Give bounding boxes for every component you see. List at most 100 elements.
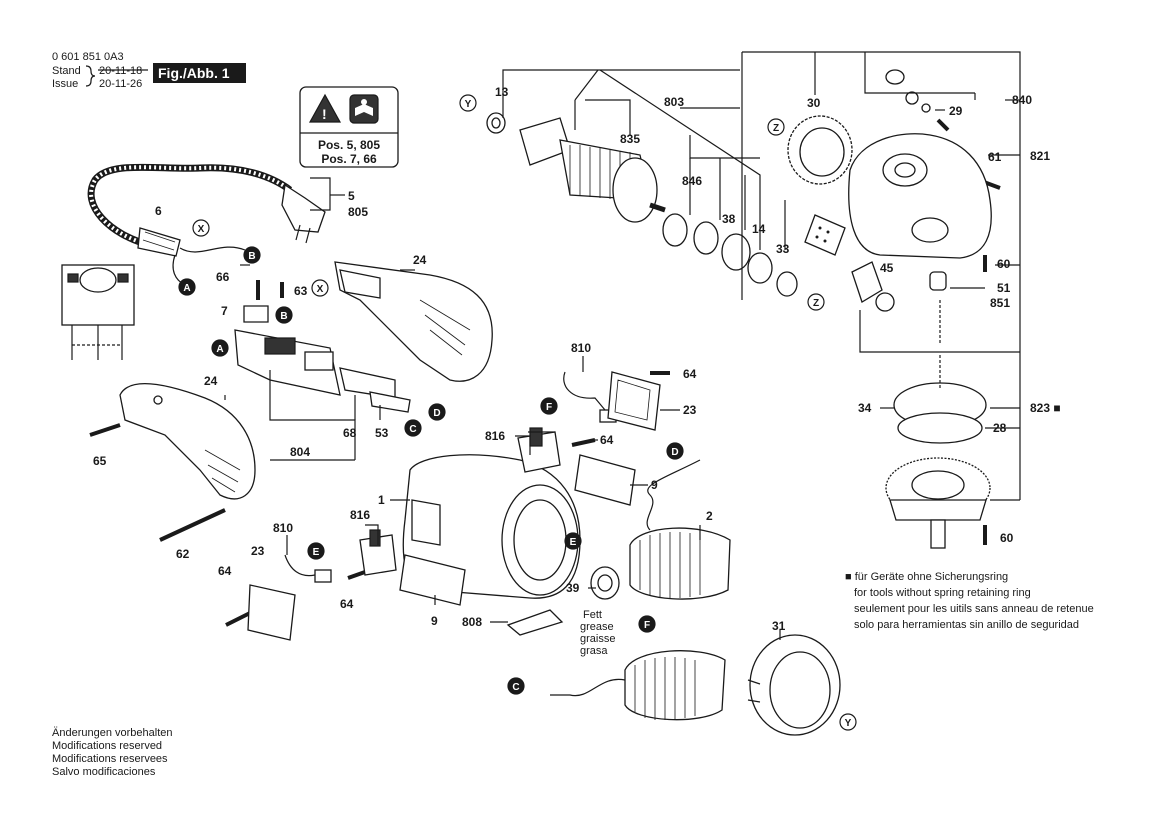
svg-text:B: B	[280, 311, 287, 322]
footnote-de: ■ für Geräte ohne Sicherungsring	[845, 571, 1008, 583]
connector-y-1: Y	[459, 94, 477, 112]
spindle-bushing	[929, 271, 947, 291]
connector-f-1: F	[540, 397, 558, 415]
label-60-lower: 60	[1000, 531, 1014, 545]
label-24-top: 24	[413, 253, 427, 267]
spindle-assembly	[885, 457, 991, 549]
footnote-fr: seulement pour les uitils sans anneau de…	[854, 603, 1094, 615]
label-64-lower: 64	[340, 597, 354, 611]
connector-markers: X X Y Y Z Z A A B B C C D D E E F F	[178, 94, 857, 731]
label-804: 804	[290, 445, 310, 459]
brace-icon	[85, 65, 96, 87]
footnote-es: solo para herramientas sin anillo de seg…	[854, 619, 1079, 631]
connector-d-2: D	[666, 442, 684, 460]
label-13: 13	[495, 85, 509, 99]
leader-lines	[224, 51, 1021, 640]
label-62: 62	[176, 547, 190, 561]
connector-c-2: C	[507, 677, 525, 695]
label-60-top: 60	[997, 257, 1011, 271]
svg-text:Y: Y	[465, 99, 472, 110]
label-9-lower: 9	[431, 614, 438, 628]
connector-a-2: A	[211, 339, 229, 357]
grease-de: Fett	[583, 609, 602, 621]
svg-text:D: D	[433, 408, 440, 419]
label-64-mid: 64	[600, 433, 614, 447]
date-old: 20-11-18	[99, 65, 142, 77]
warning-line-1: Pos. 5, 805	[318, 138, 380, 152]
switch-assembly	[234, 305, 411, 413]
date-new: 20-11-26	[99, 78, 142, 90]
modifications-de: Änderungen vorbehalten	[52, 727, 172, 739]
label-65: 65	[93, 454, 107, 468]
spindle-lock	[885, 69, 931, 113]
warning-box: ! Pos. 5, 805 Pos. 7, 66	[299, 86, 399, 168]
label-23-top: 23	[683, 403, 697, 417]
label-23-lower: 23	[251, 544, 265, 558]
label-39: 39	[566, 581, 580, 595]
label-24-lower: 24	[204, 374, 218, 388]
field-coil-upper	[629, 459, 731, 600]
label-30: 30	[807, 96, 821, 110]
connector-b-2: B	[275, 306, 293, 324]
label-38: 38	[722, 212, 736, 226]
svg-text:F: F	[644, 620, 650, 631]
gear-housing	[848, 133, 992, 259]
connector-e-1: E	[307, 542, 325, 560]
svg-text:C: C	[512, 682, 519, 693]
svg-text:E: E	[570, 537, 577, 548]
brush-caps	[247, 371, 661, 641]
grease-en: grease	[580, 621, 614, 633]
bevel-gear	[787, 115, 853, 185]
svg-text:Y: Y	[845, 718, 852, 729]
label-816-top: 816	[485, 429, 505, 443]
label-28: 28	[993, 421, 1007, 435]
stand-label: Stand	[52, 65, 81, 77]
end-cover	[747, 634, 841, 736]
label-835: 835	[620, 132, 640, 146]
handle-housing-upper	[334, 261, 493, 382]
brush-holder-lower	[359, 529, 397, 576]
label-7: 7	[221, 304, 228, 318]
issue-label: Issue	[52, 78, 78, 90]
label-816-lower: 816	[350, 508, 370, 522]
document-header: 0 601 851 0A3 Stand Issue 20-11-18 20-11…	[52, 51, 246, 90]
motor-housing	[402, 454, 581, 599]
label-plates	[399, 454, 636, 606]
connector-e-2: E	[564, 532, 582, 550]
label-66: 66	[216, 270, 230, 284]
svg-text:X: X	[317, 284, 324, 295]
label-851: 851	[990, 296, 1010, 310]
label-61: 61	[988, 150, 1002, 164]
svg-text:!: !	[322, 106, 327, 122]
label-64-left: 64	[218, 564, 232, 578]
label-821: 821	[1030, 149, 1050, 163]
label-29: 29	[949, 104, 963, 118]
grease-es: grasa	[580, 645, 608, 657]
connector-y-2: Y	[839, 713, 857, 731]
switch-slide	[804, 214, 846, 256]
footnote-en: for tools without spring retaining ring	[854, 587, 1031, 599]
svg-text:A: A	[216, 344, 223, 355]
connector-d-1: D	[428, 403, 446, 421]
label-34: 34	[858, 401, 872, 415]
wiring-schematic	[61, 264, 135, 360]
fig-label-box	[153, 63, 246, 83]
strain-relief	[137, 227, 246, 286]
label-846: 846	[682, 174, 702, 188]
svg-text:D: D	[671, 447, 678, 458]
label-6: 6	[155, 204, 162, 218]
bearing-rings	[662, 213, 798, 297]
label-823: 823 ■	[1030, 401, 1061, 415]
fig-label: Fig./Abb. 1	[158, 65, 230, 81]
modifications-en: Modifications reserved	[52, 740, 162, 752]
label-840: 840	[1012, 93, 1032, 107]
insulation-808	[506, 609, 564, 636]
label-810-lower: 810	[273, 521, 293, 535]
svg-text:C: C	[409, 424, 416, 435]
pinion	[851, 261, 895, 312]
power-cord	[87, 163, 326, 249]
part-number-labels: 13 803 835 846 38 14 33 30 840 29 61 821…	[93, 85, 1061, 633]
label-45: 45	[880, 261, 894, 275]
label-53: 53	[375, 426, 389, 440]
